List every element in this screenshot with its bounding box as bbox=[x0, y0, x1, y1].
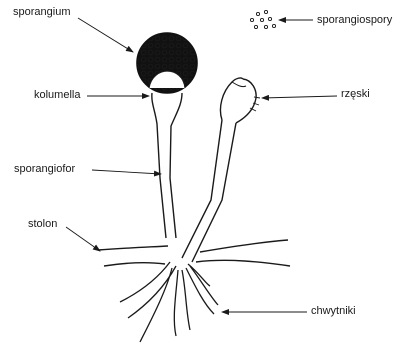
label-sporangiofor: sporangiofor bbox=[14, 163, 75, 176]
arrow-rzeski bbox=[262, 96, 337, 98]
arrow-stolon bbox=[66, 227, 100, 251]
arrow-sporangium bbox=[78, 18, 133, 52]
label-stolon: stolon bbox=[28, 218, 57, 231]
label-rzeski: rzęski bbox=[341, 88, 370, 101]
pointer-arrows bbox=[66, 18, 337, 312]
loose-spores bbox=[250, 10, 275, 28]
left-sporangiophore bbox=[152, 93, 166, 238]
right-sporangiophore bbox=[182, 120, 222, 258]
label-kolumella: kolumella bbox=[34, 89, 80, 102]
rhizoids bbox=[120, 262, 218, 342]
label-sporangiospory: sporangiospory bbox=[317, 14, 392, 27]
arrow-sporangiofor bbox=[92, 170, 161, 174]
label-chwytniki: chwytniki bbox=[311, 305, 356, 318]
stolon-left bbox=[98, 246, 168, 250]
stolon-right bbox=[200, 240, 288, 252]
label-sporangium: sporangium bbox=[13, 6, 70, 19]
